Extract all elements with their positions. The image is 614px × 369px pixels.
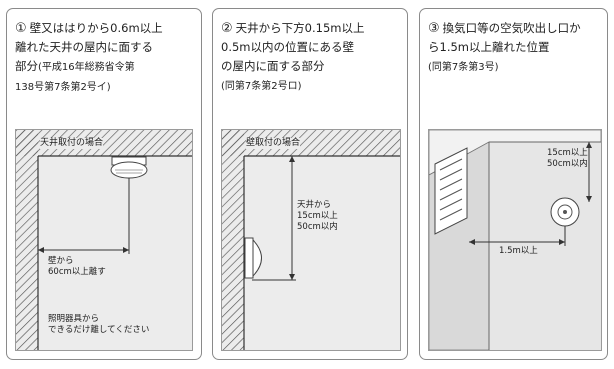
panel3-number: ③ [428,21,440,36]
panel3-reference: (同第7条第3号) [428,62,499,73]
panel1-caption-line-3: 部分 [15,59,38,73]
panel3-caption-line-2: ら1.5m以上離れた位置 [428,40,550,54]
panel3-illustration: 15cm以上 50cm以内 1.5m以上 [428,129,602,351]
panel1-reference-line-2: 138号第7条第2号イ) [15,82,111,93]
panel2-dimension-line-3: 50cm以内 [297,222,338,232]
panel2-caption-line-1: 天井から下方0.15m以上 [235,21,365,35]
panel1-dimension-line-2: 60cm以上離す [48,267,106,277]
air-vent-icon [434,147,468,235]
panel1-dimension-label: 壁から 60cm以上離す [48,256,106,278]
panel3-dimension-line-2: 50cm以内 [547,159,588,169]
panel2-caption-line-3: の屋内に面する部分 [221,59,325,73]
smoke-detector-icon [550,197,580,227]
panel1-illustration: 天井取付の場合 壁から 60cm以上離す 照明器具から できるだけ離してください [15,129,193,351]
panel1-number: ① [15,21,27,36]
panel2-illustration: 壁取付の場合 天井から 15cm以上 50cm以内 [221,129,401,351]
panel1-caption-line-1: 壁又ははりから0.6m以上 [29,21,163,35]
panel2-dimension-label: 天井から 15cm以上 50cm以内 [297,200,338,233]
smoke-detector-icon [110,156,148,179]
panel1-note: 照明器具から できるだけ離してください [48,314,149,336]
panel3-dimension-line-1: 15cm以上 [547,148,588,158]
panel1-note-line-2: できるだけ離してください [48,325,150,335]
panel2-number: ② [221,21,233,36]
panel3-dimension-label: 15cm以上 50cm以内 [547,148,588,170]
panel3-caption-line-1: 換気口等の空気吹出し口か [442,21,581,35]
panel1-note-line-1: 照明器具から [48,314,100,324]
smoke-detector-icon [244,237,262,279]
wall-hatch [16,130,38,350]
panel2-header-label: 壁取付の場合 [246,138,301,149]
panel2-dimension-line-2: 15cm以上 [297,211,338,221]
panel1-dimension-line-1: 壁から [48,256,74,266]
panel1-header-label: 天井取付の場合 [40,138,104,149]
panel1-caption-line-2: 離れた天井の屋内に面する [15,40,153,54]
panel3-distance-label: 1.5m以上 [499,246,538,256]
panel2-reference: (同第7条第2号ロ) [221,81,302,92]
panel2-dimension-line-1: 天井から [297,200,332,210]
wall-hatch [222,130,244,350]
panel1-reference-line-1: (平成16年総務省令第 [38,62,135,73]
panel2-caption-line-2: 0.5m以内の位置にある壁 [221,40,354,54]
